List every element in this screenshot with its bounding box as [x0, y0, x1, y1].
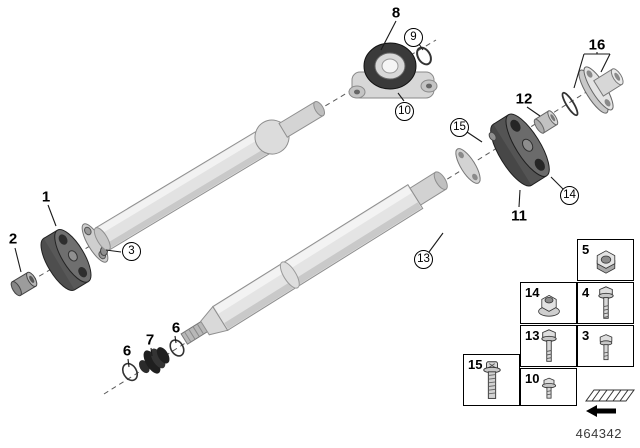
- callout-12: 12: [515, 90, 533, 108]
- callout-1: 1: [41, 188, 51, 206]
- callout-10: 10: [395, 102, 414, 121]
- legend-label-15: 15: [468, 357, 483, 372]
- rear-output-flange: [578, 66, 624, 114]
- hex-nut-icon: [596, 250, 615, 274]
- rear-flange-yoke: [455, 148, 481, 184]
- callout-8: 8: [391, 4, 401, 22]
- legend-cell-13: 13: [520, 325, 577, 367]
- leader-lines: [14, 20, 611, 368]
- direction-indicator: [584, 388, 636, 420]
- rear-driveshaft-tube: [200, 171, 448, 336]
- callout-3: 3: [122, 242, 141, 261]
- legend-label-5: 5: [582, 242, 590, 257]
- callout-11: 11: [511, 207, 527, 225]
- hex-bolt-long-icon: [540, 329, 557, 362]
- callout-9: 9: [404, 28, 423, 47]
- bushing-part: [10, 271, 38, 297]
- hex-bolt-icon: [599, 334, 612, 361]
- callout-6-lower: 6: [122, 342, 132, 360]
- flex-disc-front: [40, 229, 92, 291]
- dust-ring: [416, 46, 432, 66]
- legend-label-3: 3: [582, 328, 590, 343]
- hex-bolt-long-icon: [597, 286, 614, 319]
- flange-nut-icon: [537, 294, 560, 317]
- legend-cell-3: 3: [577, 325, 634, 367]
- callout-16: 16: [588, 36, 606, 54]
- flange-bolt-small-icon: [541, 377, 556, 399]
- front-direction-arrow-icon: [585, 389, 635, 417]
- callout-14: 14: [560, 186, 579, 205]
- boot: [139, 347, 170, 374]
- retaining-ring-upper: [169, 339, 185, 357]
- centering-sleeve: [533, 110, 559, 134]
- callout-7: 7: [145, 331, 155, 349]
- torx-bolt-icon: [482, 361, 501, 399]
- legend-label-14: 14: [525, 285, 540, 300]
- retaining-ring-lower: [121, 362, 139, 382]
- legend-label-4: 4: [582, 285, 590, 300]
- legend-cell-4: 4: [577, 282, 634, 324]
- legend-cell-15: 15: [463, 354, 520, 406]
- legend-label-13: 13: [525, 328, 540, 343]
- legend-cell-5: 5: [577, 239, 634, 281]
- callout-2: 2: [8, 230, 18, 248]
- front-driveshaft-tube: [93, 101, 326, 251]
- callout-13: 13: [414, 250, 433, 269]
- callout-6-upper: 6: [171, 319, 181, 337]
- callout-15: 15: [450, 118, 469, 137]
- center-bearing-assembly: [348, 42, 438, 99]
- legend-cell-10: 10: [520, 368, 577, 406]
- flex-disc-rear: [488, 113, 550, 187]
- o-ring: [561, 91, 579, 117]
- legend-label-10: 10: [525, 371, 540, 386]
- part-number-label: 464342: [575, 426, 622, 441]
- legend-cell-14: 14: [520, 282, 577, 324]
